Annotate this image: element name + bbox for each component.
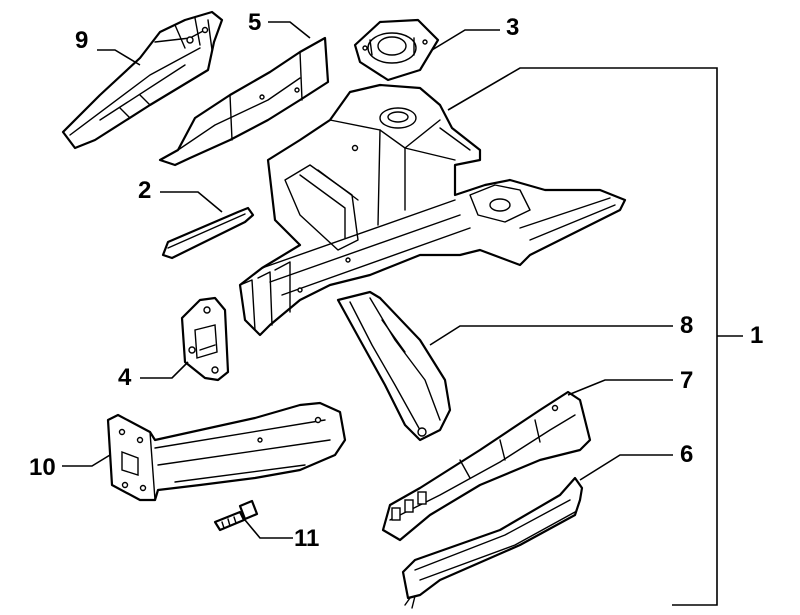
- callout-11: 11: [294, 525, 319, 552]
- callout-8: 8: [680, 312, 693, 339]
- callout-2: 2: [138, 177, 151, 204]
- callout-9: 9: [75, 27, 88, 54]
- part-4-plate: [180, 296, 230, 382]
- leader-lines: [62, 21, 743, 606]
- callout-10: 10: [29, 454, 56, 481]
- callout-4: 4: [118, 364, 132, 391]
- part-1-front-structure: [238, 83, 627, 337]
- callouts: 9 5 3 2 4 10 11 8 7 6 1: [29, 9, 763, 552]
- callout-6: 6: [680, 441, 693, 468]
- callout-5: 5: [248, 9, 261, 36]
- part-5-side-panel: [158, 36, 330, 167]
- part-7-lower-member: [381, 390, 592, 542]
- part-2-bracket: [161, 206, 255, 260]
- part-10-longitudinal: [106, 401, 347, 502]
- callout-7: 7: [680, 367, 693, 394]
- callout-3: 3: [506, 14, 519, 41]
- part-11-bolt: [213, 499, 259, 532]
- callout-1: 1: [750, 322, 763, 349]
- part-9-reinforcement: [61, 10, 224, 150]
- part-6-rail: [401, 476, 584, 609]
- part-3-strut-mount: [353, 18, 440, 82]
- part-8-support: [336, 290, 452, 442]
